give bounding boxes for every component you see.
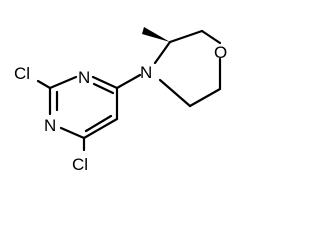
bond-n-top-c4 (91, 75, 119, 90)
bond-c2-o (200, 29, 222, 45)
atom-o-morpholine: O (214, 43, 227, 62)
bond-c3-c2 (168, 29, 204, 44)
chemical-structure: Cl N N N O Cl (14, 27, 227, 174)
bond-c6-c5 (188, 87, 222, 108)
atom-cl-bottom: Cl (72, 155, 88, 174)
bond-c6-n-bottom (59, 126, 86, 140)
atom-cl-top: Cl (14, 64, 30, 83)
bond-n-c3 (153, 40, 172, 65)
bond-c5-c6-double (84, 114, 113, 133)
stereo-wedge-methyl (142, 27, 170, 42)
morpholine-ring (153, 29, 222, 108)
atom-n-ring-top: N (78, 68, 90, 87)
atom-n-ring-bottom: N (44, 116, 56, 135)
pyrimidine-ring (48, 75, 119, 140)
bond-c2-cl-top (36, 79, 52, 90)
bond-c5-n (158, 78, 192, 108)
atom-n-morpholine: N (140, 63, 152, 82)
bond-c4-n-morpholine (115, 73, 142, 90)
bond-c2-n-top (48, 75, 78, 90)
bond-n-top-c4-double (92, 82, 115, 95)
bond-c5-c6 (82, 117, 119, 140)
